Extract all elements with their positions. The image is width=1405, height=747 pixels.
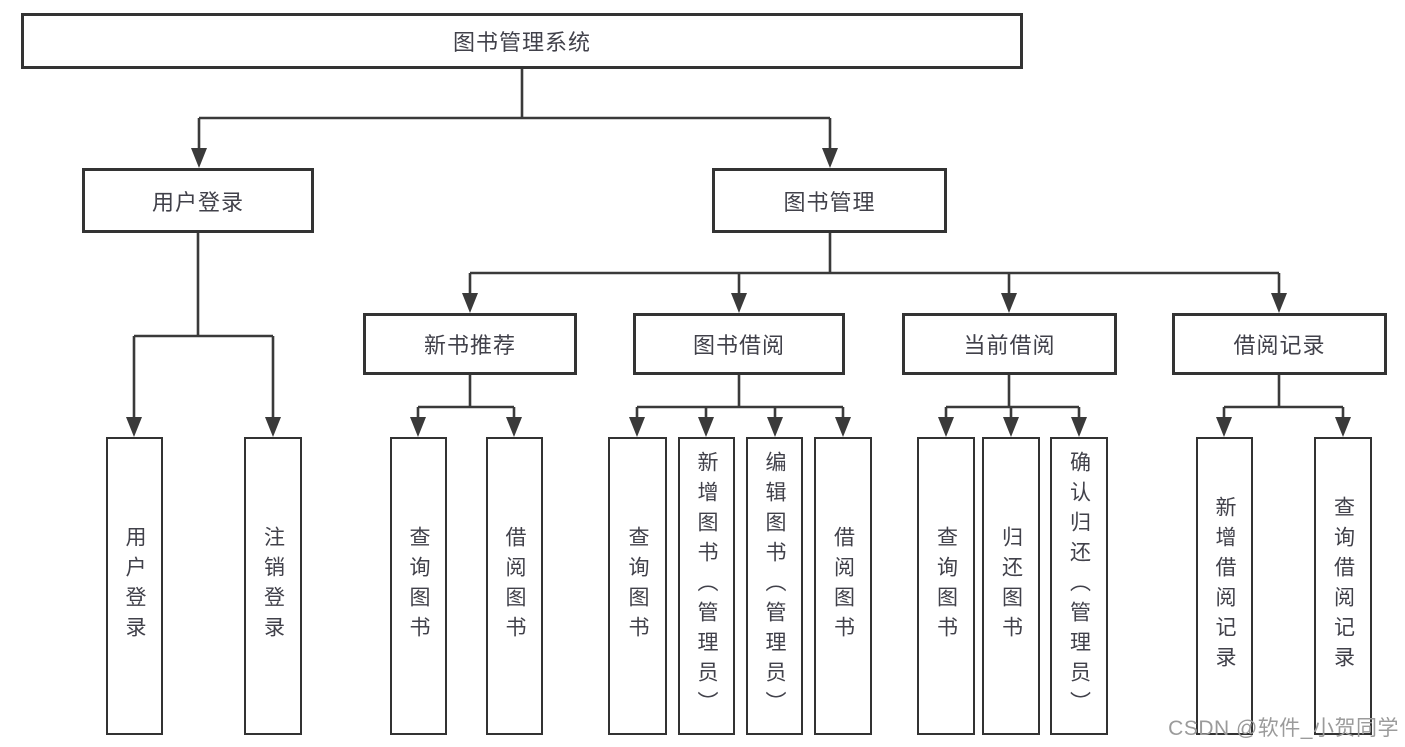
node-new-book-recommend-label: 新书推荐 bbox=[423, 333, 516, 358]
leaf-bb-edit-books-admin-label: 编辑图书（管理员） bbox=[763, 451, 786, 721]
leaf-nbr-borrow-books-label: 借阅图书 bbox=[503, 526, 526, 646]
leaf-logout-label: 注销登录 bbox=[261, 526, 285, 646]
leaf-br-query-record: 查询借阅记录 bbox=[1314, 437, 1372, 735]
leaf-bb-edit-books-admin: 编辑图书（管理员） bbox=[746, 437, 803, 735]
leaf-cb-return-books-label: 归还图书 bbox=[999, 526, 1023, 646]
node-user-login: 用户登录 bbox=[82, 168, 314, 233]
leaf-cb-query-books-label: 查询图书 bbox=[934, 526, 958, 646]
node-book-management-label: 图书管理 bbox=[783, 189, 876, 215]
node-new-book-recommend: 新书推荐 bbox=[363, 313, 577, 375]
leaf-user-login-label: 用户登录 bbox=[123, 526, 146, 646]
edge-borrowing-records-children bbox=[1216, 375, 1351, 437]
leaf-nbr-query-books: 查询图书 bbox=[390, 437, 447, 735]
leaf-user-login: 用户登录 bbox=[106, 437, 163, 735]
leaf-cb-confirm-return-admin-label: 确认归还（管理员） bbox=[1067, 451, 1091, 721]
leaf-bb-borrow-books-label: 借阅图书 bbox=[831, 526, 855, 646]
leaf-nbr-borrow-books: 借阅图书 bbox=[486, 437, 543, 735]
node-user-login-label: 用户登录 bbox=[151, 189, 244, 215]
node-book-borrowing-label: 图书借阅 bbox=[692, 333, 785, 358]
edge-root-to-level2 bbox=[191, 69, 838, 168]
leaf-bb-add-books-admin: 新增图书（管理员） bbox=[678, 437, 735, 735]
leaf-br-add-record-label: 新增借阅记录 bbox=[1213, 496, 1236, 676]
node-current-borrowing: 当前借阅 bbox=[902, 313, 1117, 375]
leaf-bb-borrow-books: 借阅图书 bbox=[814, 437, 872, 735]
edge-user-login-children bbox=[126, 233, 281, 437]
node-root-label: 图书管理系统 bbox=[452, 30, 591, 55]
node-borrowing-records: 借阅记录 bbox=[1172, 313, 1387, 375]
edge-book-management-children bbox=[462, 233, 1287, 313]
node-borrowing-records-label: 借阅记录 bbox=[1233, 333, 1326, 358]
edge-new-book-recommend-children bbox=[410, 375, 522, 437]
leaf-bb-query-books: 查询图书 bbox=[608, 437, 667, 735]
leaf-br-query-record-label: 查询借阅记录 bbox=[1331, 496, 1355, 676]
leaf-logout: 注销登录 bbox=[244, 437, 302, 735]
leaf-cb-query-books: 查询图书 bbox=[917, 437, 975, 735]
edge-book-borrowing-children bbox=[629, 375, 851, 437]
edge-current-borrowing-children bbox=[938, 375, 1087, 437]
watermark: CSDN @软件_小贺同学 bbox=[1168, 717, 1399, 740]
leaf-bb-add-books-admin-label: 新增图书（管理员） bbox=[695, 451, 718, 721]
leaf-br-add-record: 新增借阅记录 bbox=[1196, 437, 1253, 735]
node-book-borrowing: 图书借阅 bbox=[633, 313, 845, 375]
node-current-borrowing-label: 当前借阅 bbox=[963, 333, 1056, 358]
leaf-cb-confirm-return-admin: 确认归还（管理员） bbox=[1050, 437, 1108, 735]
node-root: 图书管理系统 bbox=[21, 13, 1023, 69]
node-book-management: 图书管理 bbox=[712, 168, 947, 233]
leaf-nbr-query-books-label: 查询图书 bbox=[407, 526, 430, 646]
leaf-cb-return-books: 归还图书 bbox=[982, 437, 1040, 735]
leaf-bb-query-books-label: 查询图书 bbox=[626, 526, 649, 646]
